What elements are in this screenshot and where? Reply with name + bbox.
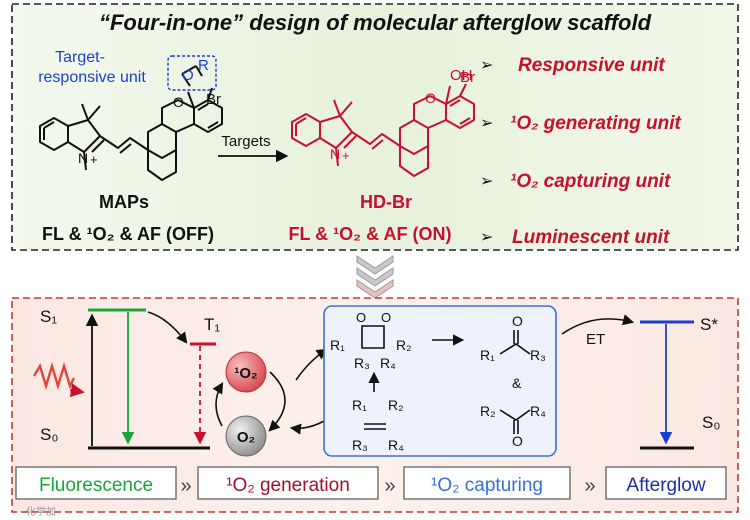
light-arrow <box>69 383 85 398</box>
unit-bullet-2: ➢ <box>480 115 493 132</box>
dioxetane-r1: R₁ <box>330 337 345 353</box>
stage-generation: ¹O₂ generation <box>226 475 350 496</box>
cycle-arrow-left <box>212 382 224 427</box>
dioxetane-o1: O <box>356 310 366 325</box>
atom-o: O <box>182 67 194 84</box>
unit-responsive: Responsive unit <box>518 55 665 76</box>
ketone1-r1: R₁ <box>480 347 495 363</box>
ketone2-r2: R₂ <box>480 403 496 419</box>
alkene-r1: R₁ <box>352 397 367 413</box>
maps-molecule <box>39 65 223 181</box>
capture-reaction-box <box>323 305 557 457</box>
isc-arrow <box>147 311 188 344</box>
unit-generating: ¹O₂ generating unit <box>510 113 682 134</box>
chevron-3: » <box>584 475 595 497</box>
ketone-products: O R₁ R₃ & R₂ R₄ O <box>480 313 546 449</box>
ketone1-o: O <box>512 313 523 329</box>
alkene: R₁ R₂ R₃ R₄ <box>352 397 404 453</box>
unit-capturing: ¹O₂ capturing unit <box>510 171 671 192</box>
dioxetane-o2: O <box>381 310 391 325</box>
atom-n-hdbr: N <box>330 146 340 162</box>
singlet-oxygen-label: ¹O₂ <box>234 365 257 382</box>
stage-row: Fluorescence » ¹O₂ generation » ¹O₂ capt… <box>15 466 727 500</box>
capture-arrow-out <box>289 419 327 435</box>
stage-capturing-box <box>403 466 571 500</box>
unit-bullet-3: ➢ <box>480 173 493 190</box>
light-wave-icon <box>32 361 76 391</box>
target-label-1: Target- <box>55 49 105 66</box>
chevron-2: » <box>384 475 395 497</box>
label-s0-right: S₀ <box>702 413 720 432</box>
atom-n-maps: N <box>78 150 88 166</box>
o2-cycle: ¹O₂ O₂ <box>212 348 328 457</box>
maps-name: MAPs <box>99 192 149 212</box>
stage-generation-box <box>197 466 379 500</box>
hdbr-name: HD-Br <box>360 192 412 212</box>
alkene-r4: R₄ <box>388 437 404 453</box>
dioxetane-r3: R₃ <box>354 355 370 371</box>
maps-state: FL & ¹O₂ & AF (OFF) <box>42 224 214 244</box>
panel-title: “Four-in-one” design of molecular afterg… <box>99 10 652 35</box>
target-label-2: responsive unit <box>38 69 146 86</box>
atom-plus-maps: + <box>90 152 98 167</box>
target-responsive-box <box>167 55 217 91</box>
hdbr-state: FL & ¹O₂ & AF (ON) <box>289 224 452 244</box>
top-panel <box>11 3 739 251</box>
ketone2-o: O <box>512 433 523 449</box>
targets-label: Targets <box>221 133 270 150</box>
alkene-r3: R₃ <box>352 437 368 453</box>
connector-chevrons <box>356 255 394 299</box>
atom-br-hdbr: Br <box>460 69 475 86</box>
atom-o-pyran-hdbr: O <box>425 90 436 106</box>
dioxetane-r2: R₂ <box>396 337 412 353</box>
ground-oxygen-label: O₂ <box>237 429 255 446</box>
ketones-amp: & <box>512 375 522 391</box>
stage-afterglow: Afterglow <box>626 475 705 496</box>
atom-plus-hdbr: + <box>342 148 350 163</box>
unit-luminescent: Luminescent unit <box>512 227 670 248</box>
label-s-star: S* <box>700 315 718 334</box>
atom-br-maps: Br <box>206 91 221 108</box>
stage-fluorescence-box <box>15 466 177 500</box>
watermark: 化学加 <box>26 505 56 518</box>
units-list: ➢ Responsive unit ➢ ¹O₂ generating unit … <box>480 55 682 248</box>
jablonski-diagram: S₁ S₀ T₁ <box>32 307 220 450</box>
hdbr-molecule <box>291 83 475 177</box>
ketone2-r4: R₄ <box>530 403 546 419</box>
atom-o-pyran-maps: O <box>173 94 184 110</box>
dioxetane: O O R₁ R₂ R₃ R₄ <box>330 310 412 371</box>
atom-oh: OH <box>450 67 473 84</box>
ground-oxygen-sphere <box>225 415 267 457</box>
ketone1-r3: R₃ <box>530 347 546 363</box>
label-s0: S₀ <box>40 425 58 444</box>
et-arrow <box>561 314 635 335</box>
label-s1: S₁ <box>40 307 57 326</box>
atom-r: R <box>198 57 209 74</box>
stage-capturing: ¹O₂ capturing <box>431 475 543 496</box>
label-t1: T₁ <box>204 315 220 334</box>
stage-fluorescence: Fluorescence <box>39 475 153 496</box>
chevron-1: » <box>180 475 191 497</box>
cycle-arrow-right <box>268 371 286 432</box>
stage-afterglow-box <box>605 466 727 500</box>
et-label: ET <box>586 331 605 348</box>
alkene-r2: R₂ <box>388 397 404 413</box>
unit-bullet-1: ➢ <box>480 57 493 74</box>
unit-bullet-4: ➢ <box>480 229 493 246</box>
dioxetane-r4: R₄ <box>380 355 396 371</box>
singlet-oxygen-sphere <box>225 351 267 393</box>
